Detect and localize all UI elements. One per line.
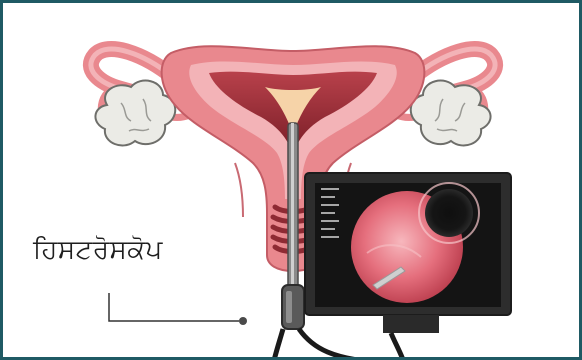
- ovary-left: [95, 81, 175, 146]
- hysteroscopy-illustration: [3, 3, 582, 360]
- hysteroscope-label: ਹਿਸਟਰੋਸਕੋਪ: [33, 235, 163, 266]
- ovary-right: [411, 81, 491, 146]
- monitor: [305, 173, 511, 360]
- label-pointer-line: [109, 293, 239, 321]
